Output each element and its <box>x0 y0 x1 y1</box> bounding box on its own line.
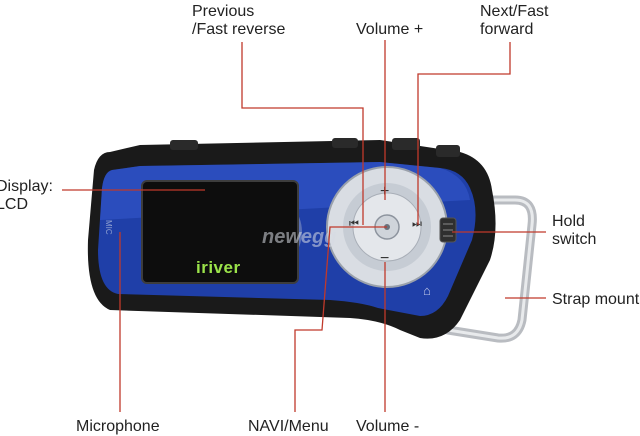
label-microphone: Microphone <box>76 418 160 435</box>
previous-button[interactable]: ⏮ <box>349 218 359 230</box>
label-volume-down: Volume - <box>356 418 420 435</box>
leader-navi <box>294 226 387 412</box>
volume-down-button[interactable]: − <box>380 250 390 267</box>
next-button[interactable]: ⏭ <box>412 218 422 230</box>
lcd-screen <box>141 180 299 284</box>
label-display: Display: LCD <box>0 178 53 213</box>
label-next: Next/Fast forward <box>480 3 549 38</box>
leader-previous <box>241 42 364 225</box>
label-strap-mount: Strap mount <box>552 291 640 308</box>
leader-next <box>417 42 511 225</box>
label-previous: Previous /Fast reverse <box>192 3 286 38</box>
home-icon[interactable]: ⌂ <box>423 283 431 298</box>
label-volume-up: Volume + <box>356 21 424 38</box>
brand-logo: iriver <box>196 258 241 277</box>
label-navi-menu: NAVI/Menu <box>248 418 329 435</box>
label-hold: Hold switch <box>552 213 597 248</box>
watermark-text: newegg <box>262 226 337 248</box>
